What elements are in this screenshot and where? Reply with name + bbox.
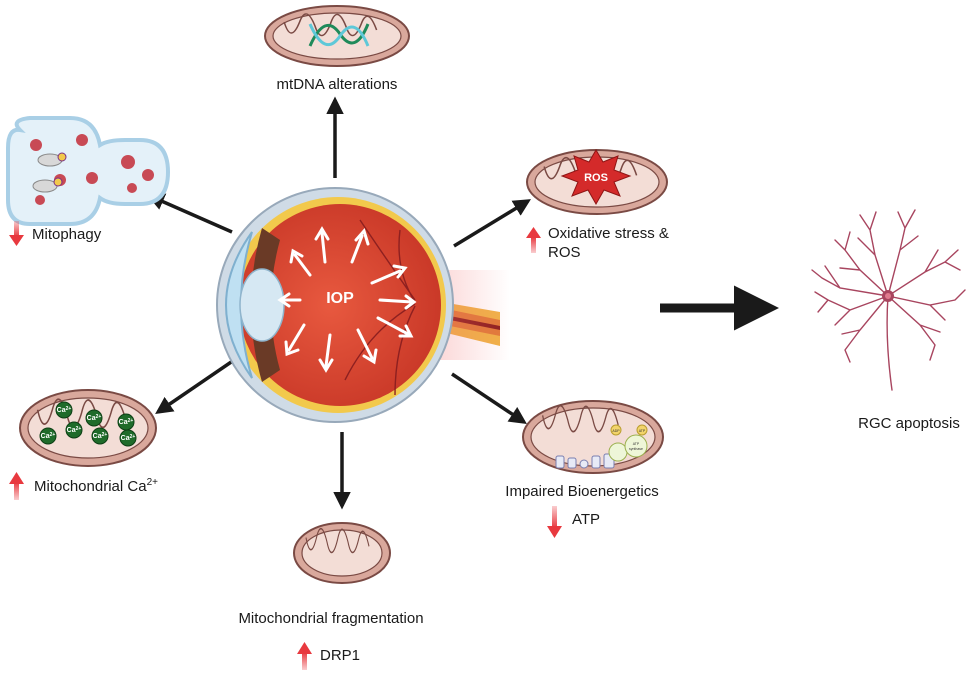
tiny-atp-b: ATP	[633, 442, 640, 446]
eye-illustration: IOP	[216, 187, 510, 423]
fragmentation-label: Mitochondrial fragmentation	[238, 610, 423, 627]
trend-up-arrow	[531, 237, 536, 253]
calcium-node: Ca2+ Ca2+ Ca2+ Ca2+ Ca2+ Ca2+ Ca2+ Mitoc…	[9, 389, 158, 500]
retinal-ganglion-cell-icon	[811, 209, 966, 391]
atp-label: ATP	[572, 511, 600, 528]
mitophagy-label: Mitophagy	[32, 226, 102, 243]
rgc-node: RGC apoptosis	[811, 209, 966, 432]
svg-text:Ca2+: Ca2+	[93, 432, 108, 440]
svg-text:Ca2+: Ca2+	[41, 432, 56, 440]
bioenergetics-node: ADP ATP ATP synthase Impaired Bioenerget…	[505, 400, 664, 538]
tiny-adp: ADP	[612, 429, 620, 433]
svg-text:Ca2+: Ca2+	[121, 434, 136, 442]
rgc-label: RGC apoptosis	[858, 415, 960, 432]
atp-synthase-icon	[624, 434, 648, 458]
oxidative-label-line2: ROS	[548, 244, 581, 261]
mitophagy-node: Mitophagy	[6, 116, 171, 246]
mitochondrion-icon	[19, 389, 157, 467]
damaged-mitochondria	[32, 153, 63, 193]
trend-up-arrow	[14, 482, 19, 500]
ros-badge: ROS	[584, 172, 608, 184]
arrow-to-bioenergetics	[451, 372, 527, 424]
svg-text:Ca2+: Ca2+	[119, 418, 134, 426]
drp1-label: DRP1	[320, 647, 360, 664]
calcium-label: Mitochondrial Ca2+	[34, 477, 158, 495]
svg-text:Ca2+: Ca2+	[67, 426, 82, 434]
oxidative-node: ROS Oxidative stress & ROS	[526, 149, 669, 261]
arrow-to-calcium	[155, 354, 241, 414]
mtdna-label: mtDNA alterations	[277, 76, 398, 93]
arrow-to-mitophagy	[146, 193, 233, 234]
oxidative-label-line1: Oxidative stress &	[548, 225, 669, 242]
calcium-ions	[39, 401, 137, 447]
mtdna-node: mtDNA alterations	[264, 5, 410, 93]
mitochondrion-icon	[293, 522, 391, 584]
lens	[239, 268, 285, 342]
trend-down-arrow	[552, 506, 557, 528]
trend-down-arrow	[14, 221, 19, 237]
svg-text:Ca2+: Ca2+	[87, 414, 102, 422]
mitochondrion-icon	[264, 5, 410, 67]
tiny-synthase: synthase	[629, 447, 643, 451]
ros-burst-icon	[560, 149, 632, 206]
svg-text:Ca2+: Ca2+	[57, 406, 72, 414]
iop-label: IOP	[326, 290, 354, 307]
bioenergetics-label: Impaired Bioenergetics	[505, 483, 658, 500]
trend-up-arrow	[302, 652, 307, 670]
etc-complexes	[555, 453, 615, 469]
pressure-arrows	[277, 226, 417, 373]
fragmentation-node: Mitochondrial fragmentation DRP1	[238, 522, 424, 670]
arrow-to-oxidative	[453, 199, 531, 248]
calcium-ion-labels: Ca2+ Ca2+ Ca2+ Ca2+ Ca2+ Ca2+ Ca2+	[41, 406, 136, 442]
dna-helix-icon	[308, 23, 370, 47]
autophagosome-icon	[6, 116, 171, 226]
tiny-atp-a: ATP	[639, 429, 646, 433]
cornea	[225, 231, 253, 379]
